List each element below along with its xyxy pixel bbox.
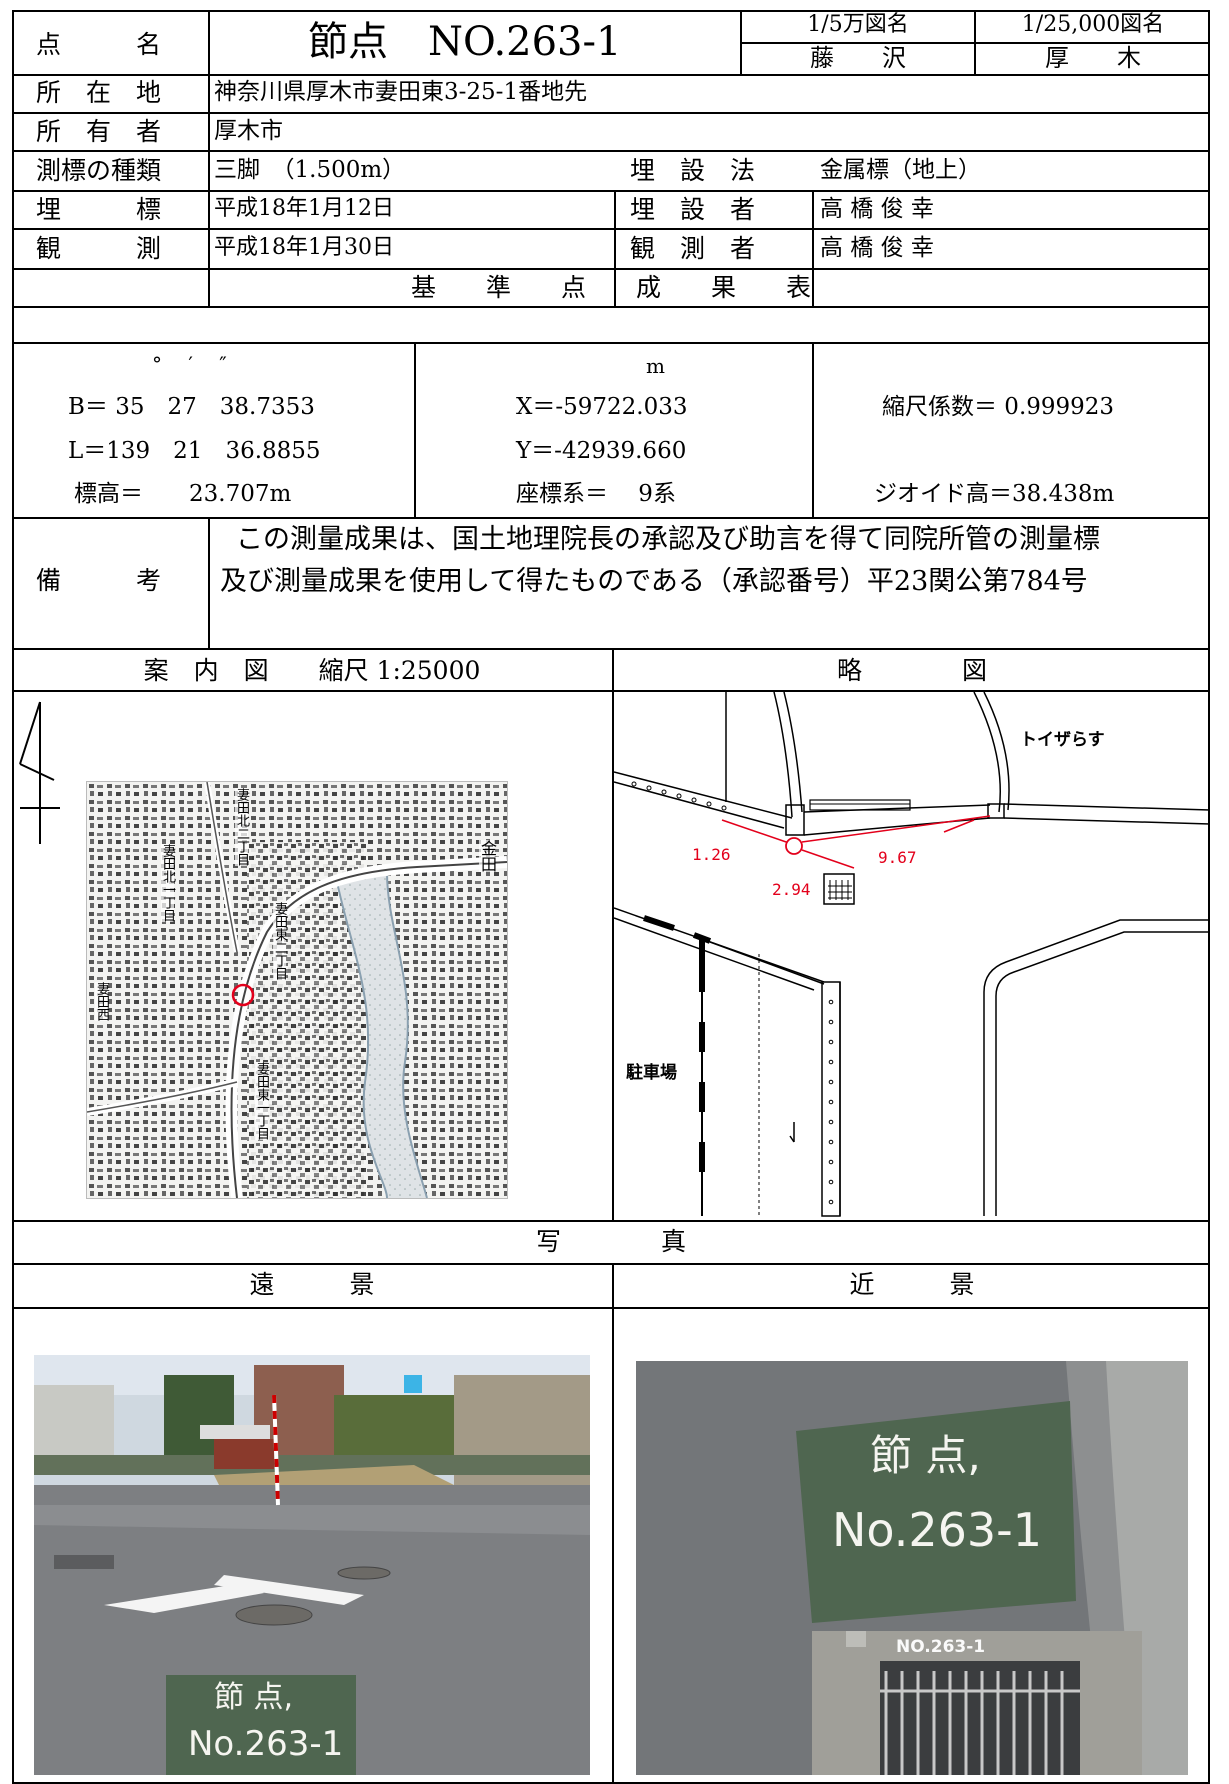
map-label: 妻田西 bbox=[94, 982, 109, 1021]
grid-line bbox=[12, 1263, 1210, 1265]
observation-label: 観 測 bbox=[36, 234, 162, 263]
parking-label: 駐車場 bbox=[626, 1063, 677, 1083]
owner-value: 厚木市 bbox=[214, 118, 283, 144]
grid-line bbox=[12, 648, 1210, 650]
board-text-line2: No.263-1 bbox=[832, 1503, 1043, 1557]
grid-line bbox=[12, 690, 1210, 692]
remarks-line1: この測量成果は、国土地理院長の承認及び助言を得て同院所管の測量標 bbox=[236, 524, 1100, 555]
observer-label: 観 測 者 bbox=[630, 234, 756, 263]
elevation: 標高＝ 23.707m bbox=[74, 481, 292, 507]
burier-value: 高 橋 俊 幸 bbox=[820, 196, 934, 222]
near-view-photo: 節 点, No.263-1 NO.263-1 bbox=[636, 1361, 1188, 1775]
outer-frame bbox=[12, 10, 1210, 1784]
burial-label: 埋 標 bbox=[36, 195, 162, 224]
grid-line bbox=[612, 1263, 614, 1784]
sketch-title: 略 図 bbox=[836, 656, 987, 685]
grid-line bbox=[208, 517, 210, 648]
location-label: 所 在 地 bbox=[36, 78, 162, 107]
map50k-label: 1/5万図名 bbox=[807, 12, 909, 37]
map-label: 金田 bbox=[478, 840, 497, 872]
coord-Y: Y＝-42939.660 bbox=[516, 438, 687, 464]
burial-method-value: 金属標（地上） bbox=[820, 157, 981, 183]
latitude-B: B＝ 35 27 38.7353 bbox=[68, 394, 315, 420]
grid-line bbox=[812, 342, 814, 517]
burial-method-label: 埋 設 法 bbox=[630, 156, 756, 185]
longitude-L: L＝139 21 36.8855 bbox=[68, 438, 321, 464]
distance-2: 2.94 bbox=[772, 880, 811, 899]
far-view-graphic bbox=[34, 1355, 590, 1775]
map-label: 妻田東一丁目 bbox=[254, 1062, 269, 1140]
guide-map-image: 妻田北二丁目 妻田北一丁目 妻田東二丁目 妻田東一丁目 金田 妻田西 bbox=[86, 781, 508, 1199]
store-label: トイザらす bbox=[1020, 730, 1105, 750]
location-value: 神奈川県厚木市妻田東3-25-1番地先 bbox=[214, 79, 588, 105]
grid-line bbox=[12, 228, 1210, 230]
remarks-line2: 及び測量成果を使用して得たものである（承認番号）平23関公第784号 bbox=[220, 566, 1088, 597]
grid-line bbox=[740, 10, 742, 74]
geoid-height: ジオイド高＝38.438m bbox=[874, 481, 1115, 507]
stencil-label: NO.263-1 bbox=[896, 1637, 986, 1657]
marker-type-value: 三脚 （1.500m） bbox=[214, 157, 406, 183]
map25k-label: 1/25,000図名 bbox=[1021, 12, 1165, 37]
grid-line bbox=[12, 517, 1210, 519]
burier-label: 埋 設 者 bbox=[630, 195, 756, 224]
near-view-graphic bbox=[636, 1361, 1188, 1775]
grid-line bbox=[614, 190, 616, 306]
sketch-drawing bbox=[614, 692, 1210, 1217]
point-name-label: 点 名 bbox=[36, 30, 162, 59]
owner-label: 所 有 者 bbox=[36, 117, 162, 146]
map50k-value: 藤 沢 bbox=[810, 44, 906, 72]
degree-units: ° ′ ″ bbox=[152, 352, 227, 376]
topo-map-graphic bbox=[87, 782, 507, 1198]
observation-date: 平成18年1月30日 bbox=[214, 235, 394, 260]
grid-line bbox=[812, 190, 814, 306]
grid-line bbox=[12, 190, 1210, 192]
point-name-value: 節点 NO.263-1 bbox=[308, 19, 622, 65]
board-text-line1: 節 点, bbox=[870, 1431, 981, 1480]
map-label: 妻田北二丁目 bbox=[234, 788, 249, 866]
distance-3: 9.67 bbox=[878, 848, 917, 867]
grid-line bbox=[12, 342, 1210, 344]
far-view-photo: 節 点, No.263-1 bbox=[34, 1355, 590, 1775]
grid-line bbox=[12, 268, 1210, 270]
grid-line bbox=[12, 1307, 1210, 1309]
near-view-label: 近 景 bbox=[849, 1270, 975, 1299]
observer-value: 高 橋 俊 幸 bbox=[820, 235, 934, 261]
grid-line bbox=[12, 74, 1210, 76]
distance-1: 1.26 bbox=[692, 845, 731, 864]
board-text-line2: No.263-1 bbox=[188, 1724, 344, 1764]
grid-line bbox=[208, 10, 210, 306]
results-title: 基 準 点 成 果 表 bbox=[410, 273, 811, 302]
photos-title: 写 真 bbox=[535, 1227, 686, 1256]
far-view-label: 遠 景 bbox=[249, 1270, 375, 1299]
meter-unit: m bbox=[646, 354, 665, 378]
coord-system: 座標系＝ 9系 bbox=[516, 481, 676, 507]
grid-line bbox=[612, 648, 614, 1220]
board-text-line1: 節 点, bbox=[214, 1680, 294, 1715]
map-label: 妻田東二丁目 bbox=[272, 902, 287, 980]
burial-date: 平成18年1月12日 bbox=[214, 196, 394, 221]
map25k-value: 厚 木 bbox=[1045, 44, 1141, 72]
marker-type-label: 測標の種類 bbox=[36, 156, 162, 185]
scale-factor: 縮尺係数＝ 0.999923 bbox=[882, 394, 1115, 420]
grid-line bbox=[414, 342, 416, 517]
grid-line bbox=[12, 306, 1210, 308]
north-arrow bbox=[19, 701, 60, 844]
grid-line bbox=[12, 112, 1210, 114]
grid-line bbox=[974, 10, 976, 74]
remarks-label: 備 考 bbox=[36, 566, 162, 595]
survey-record-sheet: 点 名 節点 NO.263-1 1/5万図名 1/25,000図名 藤 沢 厚 … bbox=[12, 10, 1212, 1784]
coord-X: X＝-59722.033 bbox=[516, 394, 688, 420]
grid-line bbox=[12, 1220, 1210, 1222]
grid-line bbox=[12, 150, 1210, 152]
guide-map-title: 案 内 図 縮尺 1:25000 bbox=[143, 656, 481, 685]
map-label: 妻田北一丁目 bbox=[160, 844, 175, 922]
